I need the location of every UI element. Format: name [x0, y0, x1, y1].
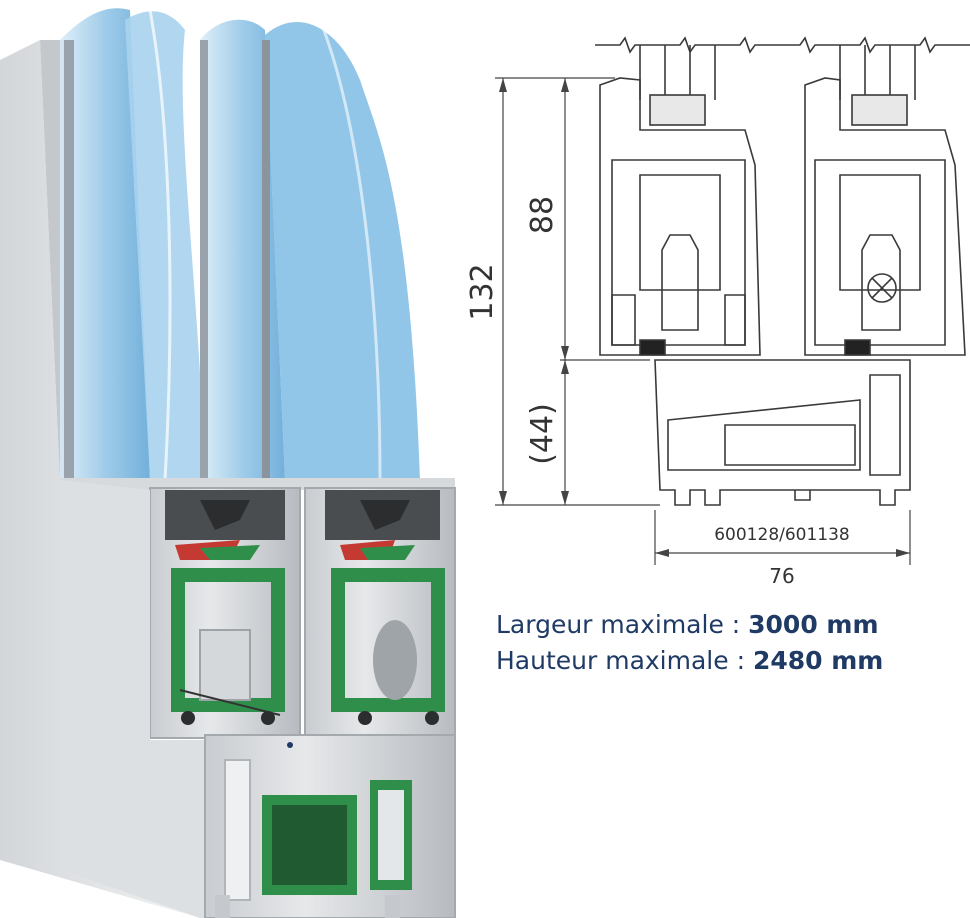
frame-track-section	[60, 480, 456, 918]
horizontal-dimensions	[654, 510, 911, 565]
glass-panes	[60, 8, 420, 481]
drawing-sash-left	[599, 45, 761, 356]
break-line	[595, 36, 970, 54]
max-height-spec: Hauteur maximale : 2480 mm	[496, 646, 883, 675]
sash-right-section	[304, 487, 456, 739]
profile-render	[0, 8, 456, 918]
technical-drawing	[495, 36, 970, 565]
max-width-label: Largeur maximale :	[496, 610, 749, 639]
dim-total-height-label: 132	[465, 263, 500, 320]
dim-lower-height-label: (44)	[525, 403, 560, 465]
frame-side-wall	[0, 40, 200, 918]
drawing-sash-right	[804, 45, 966, 356]
vertical-dimensions	[495, 77, 660, 506]
max-width-value: 3000 mm	[748, 610, 879, 639]
dim-upper-height-label: 88	[525, 196, 560, 234]
max-height-label: Hauteur maximale :	[496, 646, 753, 675]
drawing-frame	[654, 359, 911, 506]
sash-left-section	[149, 487, 301, 739]
max-width-spec: Largeur maximale : 3000 mm	[496, 610, 879, 639]
dim-width-label: 76	[769, 564, 794, 588]
max-height-value: 2480 mm	[752, 646, 884, 675]
dim-reference-label: 600128/601138	[714, 525, 850, 545]
